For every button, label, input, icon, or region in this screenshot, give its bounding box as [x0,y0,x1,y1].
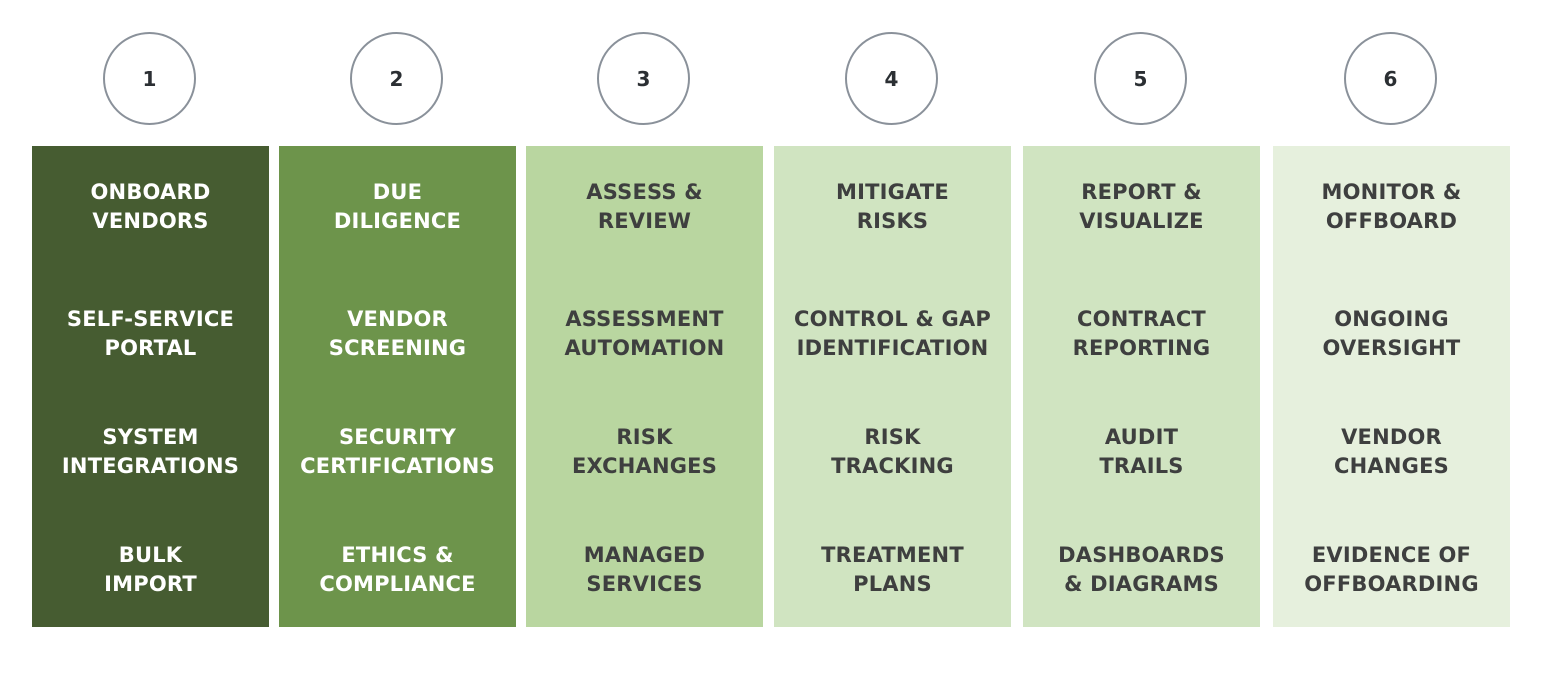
line: SCREENING [328,336,467,360]
line: SECURITY [338,425,457,449]
line: MANAGED [583,543,706,567]
step-panel: ASSESS & REVIEW ASSESSMENT AUTOMATION RI… [526,146,763,627]
line: SERVICES [586,572,703,596]
step-number-circle: 6 [1344,32,1437,125]
line: CERTIFICATIONS [300,454,495,478]
line: MONITOR & [1321,180,1462,204]
step-heading: MONITOR & OFFBOARD [1273,178,1510,236]
line: VENDOR [1341,425,1442,449]
step-item: VENDOR SCREENING [279,305,516,363]
line: PORTAL [104,336,197,360]
line: EXCHANGES [571,454,718,478]
step-item: CONTROL & GAP IDENTIFICATION [774,305,1011,363]
line: VISUALIZE [1079,209,1204,233]
step-item: SELF-SERVICE PORTAL [32,305,269,363]
line: RISK [616,425,673,449]
step-item: AUDIT TRAILS [1023,423,1260,481]
line: REPORT & [1081,180,1202,204]
line: & DIAGRAMS [1064,572,1219,596]
step-heading: ONBOARD VENDORS [32,178,269,236]
step-item: VENDOR CHANGES [1273,423,1510,481]
step-1: 1 ONBOARD VENDORS SELF-SERVICE PORTAL SY… [32,0,269,678]
step-number-circle: 1 [103,32,196,125]
step-item: DASHBOARDS & DIAGRAMS [1023,541,1260,599]
line: IDENTIFICATION [796,336,989,360]
line: DASHBOARDS [1058,543,1225,567]
line: ONGOING [1334,307,1449,331]
line: AUDIT [1104,425,1179,449]
step-item: ETHICS & COMPLIANCE [279,541,516,599]
step-item: CONTRACT REPORTING [1023,305,1260,363]
step-panel: MONITOR & OFFBOARD ONGOING OVERSIGHT VEN… [1273,146,1510,627]
line: INTEGRATIONS [61,454,240,478]
line: EVIDENCE OF [1311,543,1472,567]
step-heading: ASSESS & REVIEW [526,178,763,236]
step-panel: REPORT & VISUALIZE CONTRACT REPORTING AU… [1023,146,1260,627]
line: REVIEW [597,209,692,233]
line: VENDORS [92,209,209,233]
step-item: ASSESSMENT AUTOMATION [526,305,763,363]
line: TRAILS [1099,454,1184,478]
line: VENDOR [347,307,448,331]
line: REPORTING [1072,336,1211,360]
line: MITIGATE [836,180,949,204]
line: ASSESS & [586,180,703,204]
line: DILIGENCE [333,209,462,233]
step-number-circle: 3 [597,32,690,125]
step-item: TREATMENT PLANS [774,541,1011,599]
step-item: SECURITY CERTIFICATIONS [279,423,516,481]
step-4: 4 MITIGATE RISKS CONTROL & GAP IDENTIFIC… [774,0,1011,678]
line: SELF-SERVICE [66,307,235,331]
step-item: BULK IMPORT [32,541,269,599]
line: ASSESSMENT [565,307,724,331]
step-heading: DUE DILIGENCE [279,178,516,236]
line: PLANS [853,572,932,596]
line: ETHICS & [341,543,454,567]
step-item: RISK EXCHANGES [526,423,763,481]
line: OFFBOARD [1325,209,1458,233]
line: OFFBOARDING [1304,572,1479,596]
step-2: 2 DUE DILIGENCE VENDOR SCREENING SECURIT… [279,0,516,678]
line: CHANGES [1334,454,1449,478]
step-item: ONGOING OVERSIGHT [1273,305,1510,363]
step-heading: MITIGATE RISKS [774,178,1011,236]
step-6: 6 MONITOR & OFFBOARD ONGOING OVERSIGHT V… [1273,0,1510,678]
step-item: EVIDENCE OF OFFBOARDING [1273,541,1510,599]
line: BULK [118,543,183,567]
line: AUTOMATION [564,336,725,360]
step-item: SYSTEM INTEGRATIONS [32,423,269,481]
line: COMPLIANCE [319,572,476,596]
step-number-circle: 5 [1094,32,1187,125]
line: TRACKING [831,454,954,478]
step-number-circle: 2 [350,32,443,125]
step-panel: DUE DILIGENCE VENDOR SCREENING SECURITY … [279,146,516,627]
line: IMPORT [104,572,197,596]
line: CONTRACT [1077,307,1206,331]
line: OVERSIGHT [1322,336,1461,360]
step-5: 5 REPORT & VISUALIZE CONTRACT REPORTING … [1023,0,1260,678]
step-panel: MITIGATE RISKS CONTROL & GAP IDENTIFICAT… [774,146,1011,627]
line: CONTROL & GAP [794,307,991,331]
line: ONBOARD [90,180,211,204]
step-heading: REPORT & VISUALIZE [1023,178,1260,236]
step-3: 3 ASSESS & REVIEW ASSESSMENT AUTOMATION … [526,0,763,678]
step-item: RISK TRACKING [774,423,1011,481]
line: RISK [864,425,921,449]
line: SYSTEM [102,425,199,449]
line: DUE [372,180,423,204]
line: TREATMENT [821,543,964,567]
step-panel: ONBOARD VENDORS SELF-SERVICE PORTAL SYST… [32,146,269,627]
line: RISKS [856,209,929,233]
step-item: MANAGED SERVICES [526,541,763,599]
step-number-circle: 4 [845,32,938,125]
